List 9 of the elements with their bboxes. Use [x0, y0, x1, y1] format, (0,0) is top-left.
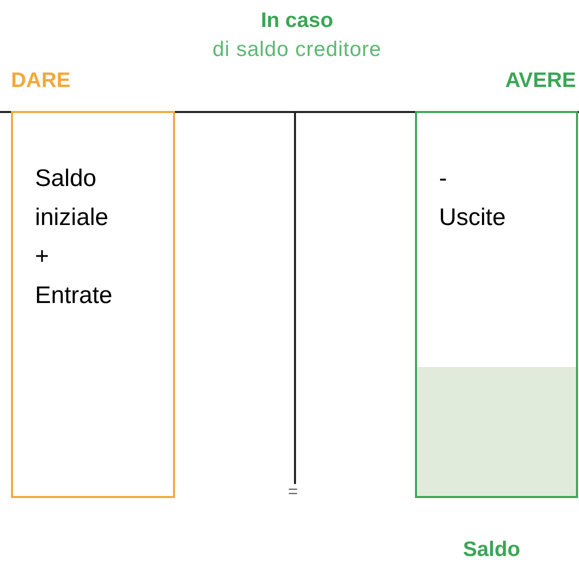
equals-sign: = — [288, 482, 298, 502]
balance-label: Saldo — [463, 538, 520, 562]
column-heading: AVERE — [505, 69, 576, 93]
column-text: Saldo iniziale + Entrate — [35, 164, 114, 311]
column-text: - Uscite — [439, 164, 507, 233]
subtitle: di saldo creditore — [212, 38, 382, 62]
balance-fill — [417, 367, 576, 496]
diagram-title: In caso — [260, 9, 334, 33]
column-heading: DARE — [11, 69, 71, 93]
